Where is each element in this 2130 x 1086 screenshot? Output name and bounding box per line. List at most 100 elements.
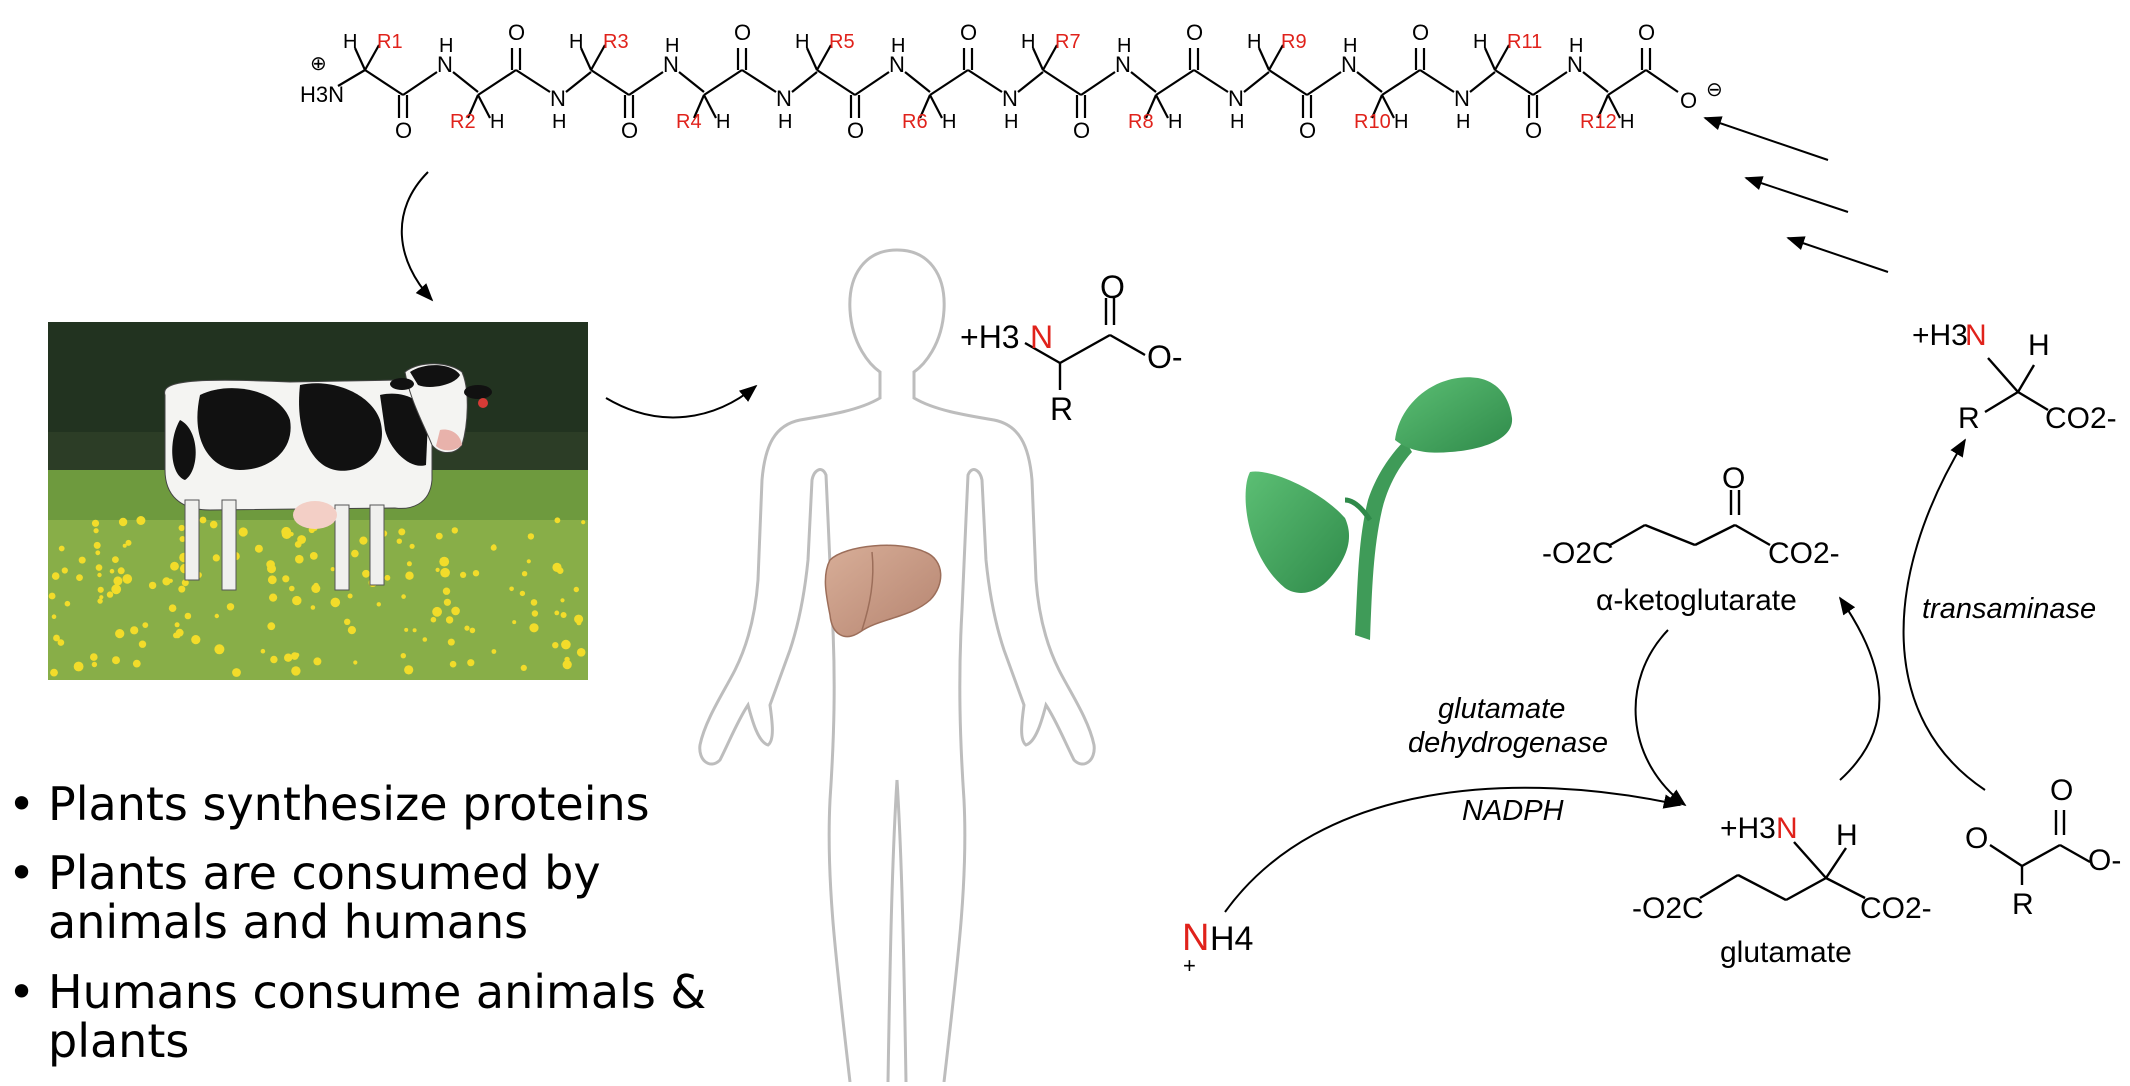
peptide-amide-hydrogen: H [1117, 35, 1131, 57]
peptide-carbonyl-oxygen: O [1638, 20, 1655, 45]
arrow-ammonium-to-glutamate [1224, 786, 1682, 913]
enzyme-gdh-line2: dehydrogenase [1408, 727, 1608, 759]
peptide-side-chain-r7: R7 [1055, 31, 1081, 53]
product-nh3-prefix: +H3 [1912, 319, 1968, 352]
peptide-alpha-hydrogen: H [942, 111, 956, 133]
keto-oxygen: O [1965, 822, 1988, 855]
bullet-item: •Plants synthesize proteins [8, 777, 650, 831]
aa-carbonyl-oxygen: O [1100, 269, 1125, 305]
keto-side-chain: R [2012, 888, 2034, 921]
peptide-amide-nitrogen: N [1341, 52, 1357, 77]
peptide-side-chain-r6: R6 [902, 111, 928, 133]
peptide-alpha-hydrogen: H [1394, 111, 1408, 133]
aa-carboxylate: O- [1147, 339, 1183, 375]
cofactor-nadph: NADPH [1462, 795, 1564, 827]
peptide-side-chain-r8: R8 [1128, 111, 1154, 133]
peptide-negative-charge: ⊖ [1706, 79, 1723, 101]
peptide-chain [337, 44, 1679, 119]
ammonium-charge: + [1183, 953, 1196, 978]
peptide-carbonyl-oxygen: O [1073, 118, 1090, 143]
product-side-chain: R [1958, 402, 1980, 435]
glu-hydrogen: H [1836, 819, 1858, 852]
akg-ketone-oxygen: O [1722, 462, 1745, 495]
amino-acid-structure: +H3 N O O- R [960, 269, 1183, 427]
plant-seedling [1245, 377, 1513, 640]
peptide-alpha-hydrogen: H [1247, 31, 1261, 53]
peptide-side-chain-r11: R11 [1507, 31, 1542, 53]
arrow-cow-to-human [605, 384, 758, 419]
peptide-alpha-hydrogen: H [1473, 31, 1487, 53]
bullet-text: Plants synthesize proteins [48, 777, 650, 831]
bullet-item: •Plants are consumed by animals and huma… [8, 846, 601, 950]
liver [824, 544, 942, 638]
peptide-amide-hydrogen: H [1004, 111, 1018, 133]
peptide-amide-nitrogen: N [437, 52, 453, 77]
ammonium-structure: N H4 + [1182, 917, 1253, 978]
peptide-side-chain-r4: R4 [676, 111, 702, 133]
arrow-akg-to-glutamate [1634, 629, 1687, 807]
alpha-ketoglutarate-structure: -O2C O CO2- α-ketoglutarate [1542, 462, 1840, 617]
peptide-side-chain-r12: R12 [1580, 111, 1617, 133]
peptide-carbonyl-oxygen: O [1186, 20, 1203, 45]
product-amino-acid-structure: +H3 N H R CO2- [1912, 319, 2117, 435]
peptide-carbonyl-oxygen: O [1525, 118, 1542, 143]
peptide-amide-nitrogen: N [1115, 52, 1131, 77]
peptide-amide-hydrogen: H [891, 35, 905, 57]
ammonium-nitrogen: N [1182, 917, 1209, 959]
peptide-carbonyl-oxygen: O [847, 118, 864, 143]
bullet-text: Humans consume animals & plants [48, 964, 707, 1068]
peptide-amide-nitrogen: N [1454, 86, 1470, 111]
product-nitrogen: N [1965, 319, 1987, 352]
glutamate-structure: +H3 N H -O2C CO2- glutamate [1632, 812, 1932, 969]
peptide-amide-nitrogen: N [776, 86, 792, 111]
peptide-amide-nitrogen: N [889, 52, 905, 77]
peptide-amide-hydrogen: H [552, 111, 566, 133]
akg-name: α-ketoglutarate [1596, 584, 1797, 617]
arrow-glutamate-to-akg [1838, 596, 1881, 781]
peptide-carbonyl-oxygen: O [734, 20, 751, 45]
peptide-alpha-hydrogen: H [1620, 111, 1634, 133]
peptide-alpha-hydrogen: H [1021, 31, 1035, 53]
arrow-peptide-to-cow [400, 171, 434, 302]
bullet-list: •Plants synthesize proteins •Plants are … [0, 777, 720, 1086]
peptide-side-chain-r1: R1 [377, 31, 403, 53]
keto-carbonyl-oxygen: O [2050, 774, 2073, 807]
peptide-carbonyl-oxygen: O [621, 118, 638, 143]
peptide-side-chain-r5: R5 [829, 31, 855, 53]
glu-nitrogen: N [1776, 812, 1798, 845]
arrow-keto-to-product [1902, 438, 1986, 791]
peptide-carbonyl-oxygen: O [395, 118, 412, 143]
peptide-carbonyl-oxygen: O [1412, 20, 1429, 45]
peptide-amide-nitrogen: N [1228, 86, 1244, 111]
peptide-alpha-hydrogen: H [343, 31, 357, 53]
peptide-amide-nitrogen: N [1567, 52, 1583, 77]
ammonium-h4: H4 [1210, 920, 1253, 958]
peptide-amide-hydrogen: H [665, 35, 679, 57]
peptide-amide-hydrogen: H [439, 35, 453, 57]
peptide-carboxylate-oxygen: O [1680, 88, 1697, 113]
peptide-amide-nitrogen: N [550, 86, 566, 111]
akg-right-carboxylate: CO2- [1768, 537, 1840, 570]
synthesis-arrow [1786, 236, 1889, 273]
product-hydrogen: H [2028, 329, 2050, 362]
enzyme-transaminase: transaminase [1922, 593, 2096, 625]
peptide-positive-charge: ⊕ [310, 53, 327, 75]
synthesis-arrow [1744, 176, 1849, 213]
bullet-text: Plants are consumed by animals and human… [48, 846, 601, 950]
bullet-item: •Humans consume animals & plants [8, 964, 707, 1068]
peptide-alpha-hydrogen: H [716, 111, 730, 133]
peptide-amide-hydrogen: H [1456, 111, 1470, 133]
human-outline [698, 248, 1096, 1082]
peptide-carbonyl-oxygen: O [1299, 118, 1316, 143]
peptide-amide-nitrogen: N [663, 52, 679, 77]
glu-left-carboxylate: -O2C [1632, 892, 1704, 925]
aa-side-chain: R [1050, 391, 1073, 427]
enzyme-gdh-line1: glutamate [1438, 693, 1565, 725]
keto-acid-structure: O O O- R [1965, 774, 2121, 921]
aa-nitrogen: N [1030, 319, 1053, 355]
peptide-amide-hydrogen: H [1343, 35, 1357, 57]
peptide-alpha-hydrogen: H [490, 111, 504, 133]
peptide-alpha-hydrogen: H [795, 31, 809, 53]
